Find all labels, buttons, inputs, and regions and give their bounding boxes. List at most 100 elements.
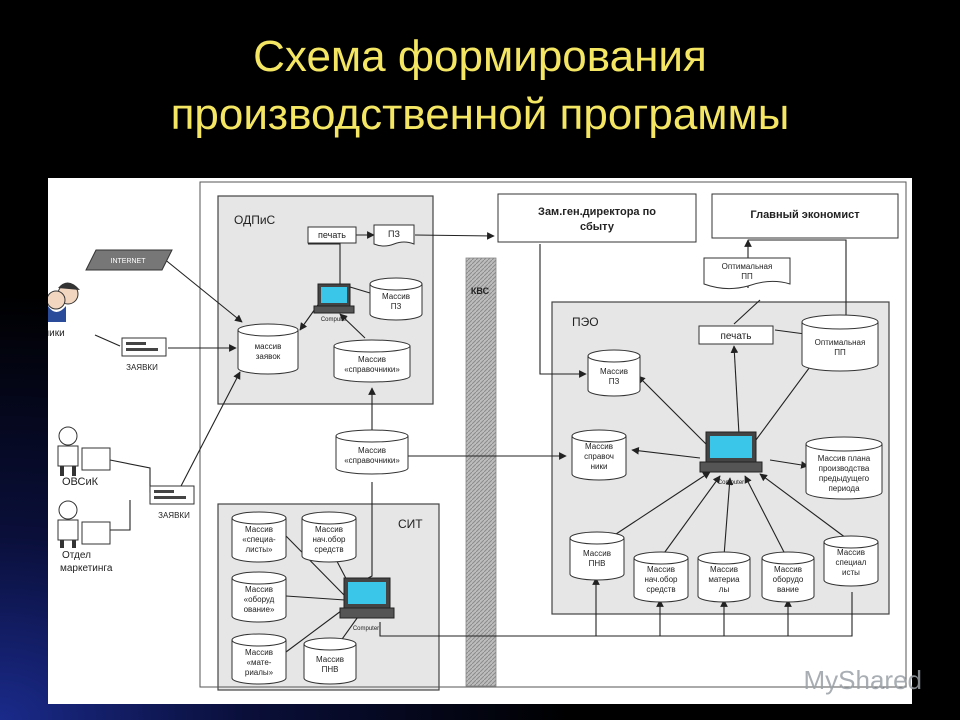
deputy-director-line-2: сбыту: [580, 221, 615, 233]
peo-materials-line-3: лы: [719, 585, 730, 594]
customers-icon: [48, 282, 80, 322]
sit-label: СИТ: [398, 517, 423, 531]
reference-array-mid-line-2: «справочники»: [344, 456, 400, 465]
slide-title-line-2: производственной программы: [170, 90, 790, 139]
pz-document-label: ПЗ: [388, 229, 400, 239]
sit-equipment-db: Массив «оборуд ование»: [231, 571, 287, 623]
peo-specialists-line-2: специал: [836, 558, 867, 567]
slide-title-line-1: Схема формирования: [253, 32, 707, 81]
computer-sit-label: Computer: [353, 626, 379, 632]
marketing-line-1: Отдел: [62, 550, 91, 561]
peo-equipment-db: Массив оборудо вание: [761, 551, 815, 603]
peo-materials-line-1: Массив: [710, 565, 738, 574]
sit-materials-line-3: риалы»: [245, 668, 274, 677]
peo-pnv-line-1: Массив: [583, 549, 611, 558]
sit-specialists-line-2: «специа-: [242, 535, 276, 544]
peo-equipment-line-2: оборудо: [773, 575, 804, 584]
computer-sit-icon: Computer: [339, 577, 395, 632]
requests-2-doc: [149, 485, 195, 505]
connection-lines: [94, 231, 853, 657]
sit-specialists-db: Массив «специа- листы»: [231, 511, 287, 563]
reference-array-mid-line-1: Массив: [358, 446, 386, 455]
chief-economist-label: Главный экономист: [750, 209, 860, 221]
marketing-line-2: маркетинга: [60, 563, 113, 574]
peo-fixed-assets-line-3: средств: [646, 585, 675, 594]
watermark-text: MyShared: [803, 665, 923, 695]
chief-economist-box: Главный экономист: [711, 193, 899, 239]
reference-array-odpis-line-2: «справочники»: [344, 365, 400, 374]
prev-plan-line-1: Массив плана: [818, 454, 871, 463]
computer-peo-icon: Computer: [699, 431, 763, 486]
requests-array-line-2: заявок: [256, 352, 281, 361]
peo-specialists-line-3: исты: [842, 568, 860, 577]
optimal-pp-document: Оптимальная ПП: [703, 257, 791, 290]
odpis-label: ОДПиС: [234, 213, 276, 227]
requests-2-label: ЗАЯВКИ: [158, 511, 190, 520]
marketing-icon: [57, 500, 111, 548]
sit-pnv-line-2: ПНВ: [322, 665, 339, 674]
sit-fixed-assets-db: Массив нач.обор средств: [301, 511, 357, 563]
sit-equipment-line-1: Массив: [245, 585, 273, 594]
slide-title: Схема формирования производственной прог…: [0, 28, 960, 144]
sit-materials-line-1: Массив: [245, 648, 273, 657]
pz-array-peo-db: Массив ПЗ: [587, 349, 641, 397]
computer-odpis-label: Computer: [321, 317, 347, 323]
peo-specialists-line-1: Массив: [837, 548, 865, 557]
requests-1-label: ЗАЯВКИ: [126, 363, 158, 372]
reference-array-peo-db: Массив справоч ники: [571, 429, 627, 481]
peo-label: ПЭО: [572, 315, 599, 329]
reference-array-peo-line-3: ники: [591, 462, 608, 471]
print-label-odpis: печать: [318, 230, 346, 240]
pz-array-odpis-line-1: Массив: [382, 292, 410, 301]
sit-materials-db: Массив «мате- риалы»: [231, 633, 287, 685]
pz-array-odpis-line-2: ПЗ: [391, 302, 402, 311]
sit-specialists-line-3: листы»: [246, 545, 274, 554]
peo-pnv-line-2: ПНВ: [589, 559, 606, 568]
peo-equipment-line-1: Массив: [774, 565, 802, 574]
pz-document: ПЗ: [373, 224, 415, 247]
sit-fixed-assets-line-3: средств: [314, 545, 343, 554]
outer-frame: [199, 181, 907, 688]
sit-fixed-assets-line-1: Массив: [315, 525, 343, 534]
peo-fixed-assets-line-1: Массив: [647, 565, 675, 574]
sit-equipment-line-2: «оборуд: [244, 595, 275, 604]
internet-label: INTERNET: [111, 258, 147, 265]
sit-equipment-line-3: ование»: [244, 605, 275, 614]
sit-fixed-assets-line-2: нач.обор: [312, 535, 346, 544]
myshared-watermark: MyShared: [804, 665, 923, 696]
optimal-pp-doc-line-2: ПП: [741, 272, 753, 281]
sit-pnv-line-1: Массив: [316, 655, 344, 664]
pz-array-peo-line-1: Массив: [600, 367, 628, 376]
prev-plan-line-4: периода: [828, 484, 860, 493]
peo-materials-db: Массив материа лы: [697, 551, 751, 603]
computer-peo-label: Computer: [718, 480, 744, 486]
requests-array-line-1: массив: [255, 342, 282, 351]
print-label-peo: печать: [721, 331, 752, 342]
internet-node: INTERNET: [85, 249, 173, 271]
pz-array-peo-line-2: ПЗ: [609, 377, 620, 386]
print-block-odpis: печать: [307, 226, 357, 244]
computer-odpis-icon: Computer: [313, 283, 355, 323]
deputy-director-line-1: Зам.ген.директора по: [538, 206, 656, 218]
deputy-director-box: Зам.ген.директора по сбыту: [497, 193, 697, 243]
peo-fixed-assets-db: Массив нач.обор средств: [633, 551, 689, 603]
sit-specialists-line-1: Массив: [245, 525, 273, 534]
sit-materials-line-2: «мате-: [247, 658, 272, 667]
prev-plan-array-db: Массив плана производства предыдущего пе…: [805, 436, 883, 500]
sit-pnv-db: Массив ПНВ: [303, 637, 357, 685]
optimal-pp-doc-line-1: Оптимальная: [722, 262, 773, 271]
peo-equipment-line-3: вание: [777, 585, 799, 594]
optimal-pp-db-line-2: ПП: [834, 348, 846, 357]
ovsik-icon: [57, 426, 111, 476]
reference-array-mid-db: Массив «справочники»: [335, 429, 409, 475]
reference-array-odpis-line-1: Массив: [358, 355, 386, 364]
reference-array-odpis-db: Массив «справочники»: [333, 339, 411, 383]
optimal-pp-db-line-1: Оптимальная: [815, 338, 866, 347]
requests-array-db: массив заявок: [237, 323, 299, 375]
peo-materials-line-2: материа: [708, 575, 740, 584]
ovsik-label: ОВСиК: [62, 476, 99, 488]
peo-specialists-db: Массив специал исты: [823, 535, 879, 587]
print-block-peo: печать: [698, 325, 774, 345]
kvs-label: КВС: [471, 286, 490, 296]
prev-plan-line-3: предыдущего: [819, 474, 870, 483]
